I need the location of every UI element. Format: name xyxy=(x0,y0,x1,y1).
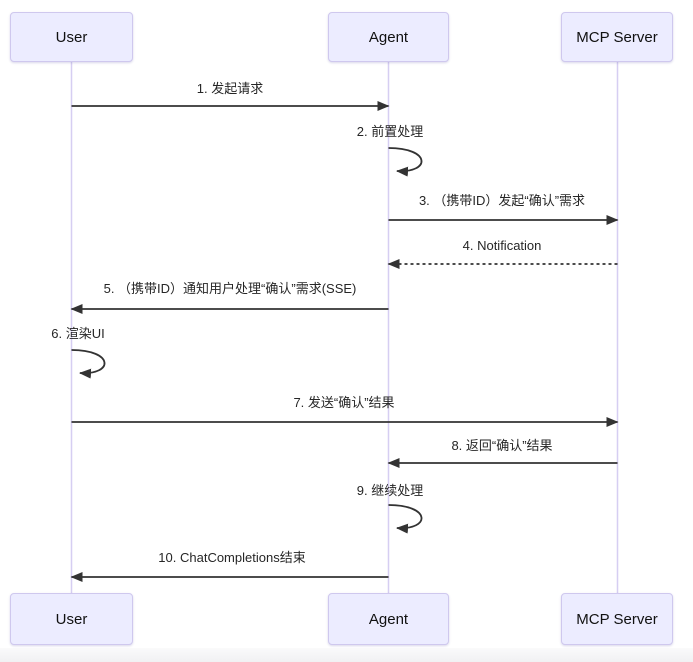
message-label-10: 10. ChatCompletions结束 xyxy=(158,550,306,565)
message-label-3: 3. （携带ID）发起“确认”需求 xyxy=(418,193,586,208)
actor-mcp-server-label: MCP Server xyxy=(576,610,658,628)
message-label-7: 7. 发送“确认”结果 xyxy=(293,395,395,410)
actor-mcp-server-label: MCP Server xyxy=(576,28,658,46)
message-selfloop-2 xyxy=(388,147,423,177)
actor-mcp-server-bottom: MCP Server xyxy=(561,593,673,645)
message-selfloop-6 xyxy=(71,349,106,379)
actor-agent-top: Agent xyxy=(328,12,449,62)
actor-user-bottom: User xyxy=(10,593,133,645)
actor-agent-bottom: Agent xyxy=(328,593,449,645)
message-label-9: 9. 继续处理 xyxy=(356,483,424,498)
message-label-4: 4. Notification xyxy=(462,238,542,253)
actor-agent-label: Agent xyxy=(368,610,409,628)
message-label-2: 2. 前置处理 xyxy=(356,124,424,139)
message-label-1: 1. 发起请求 xyxy=(196,81,264,96)
page-background-strip xyxy=(0,648,693,662)
message-label-6: 6. 渲染UI xyxy=(51,326,105,341)
actor-user-top: User xyxy=(10,12,133,62)
actor-user-label: User xyxy=(55,610,88,628)
message-selfloop-9 xyxy=(388,504,423,534)
message-label-5: 5. （携带ID）通知用户处理“确认”需求(SSE) xyxy=(103,281,357,296)
actor-mcp-server-top: MCP Server xyxy=(561,12,673,62)
actor-user-label: User xyxy=(55,28,88,46)
message-label-8: 8. 返回“确认”结果 xyxy=(451,438,553,453)
actor-agent-label: Agent xyxy=(368,28,409,46)
